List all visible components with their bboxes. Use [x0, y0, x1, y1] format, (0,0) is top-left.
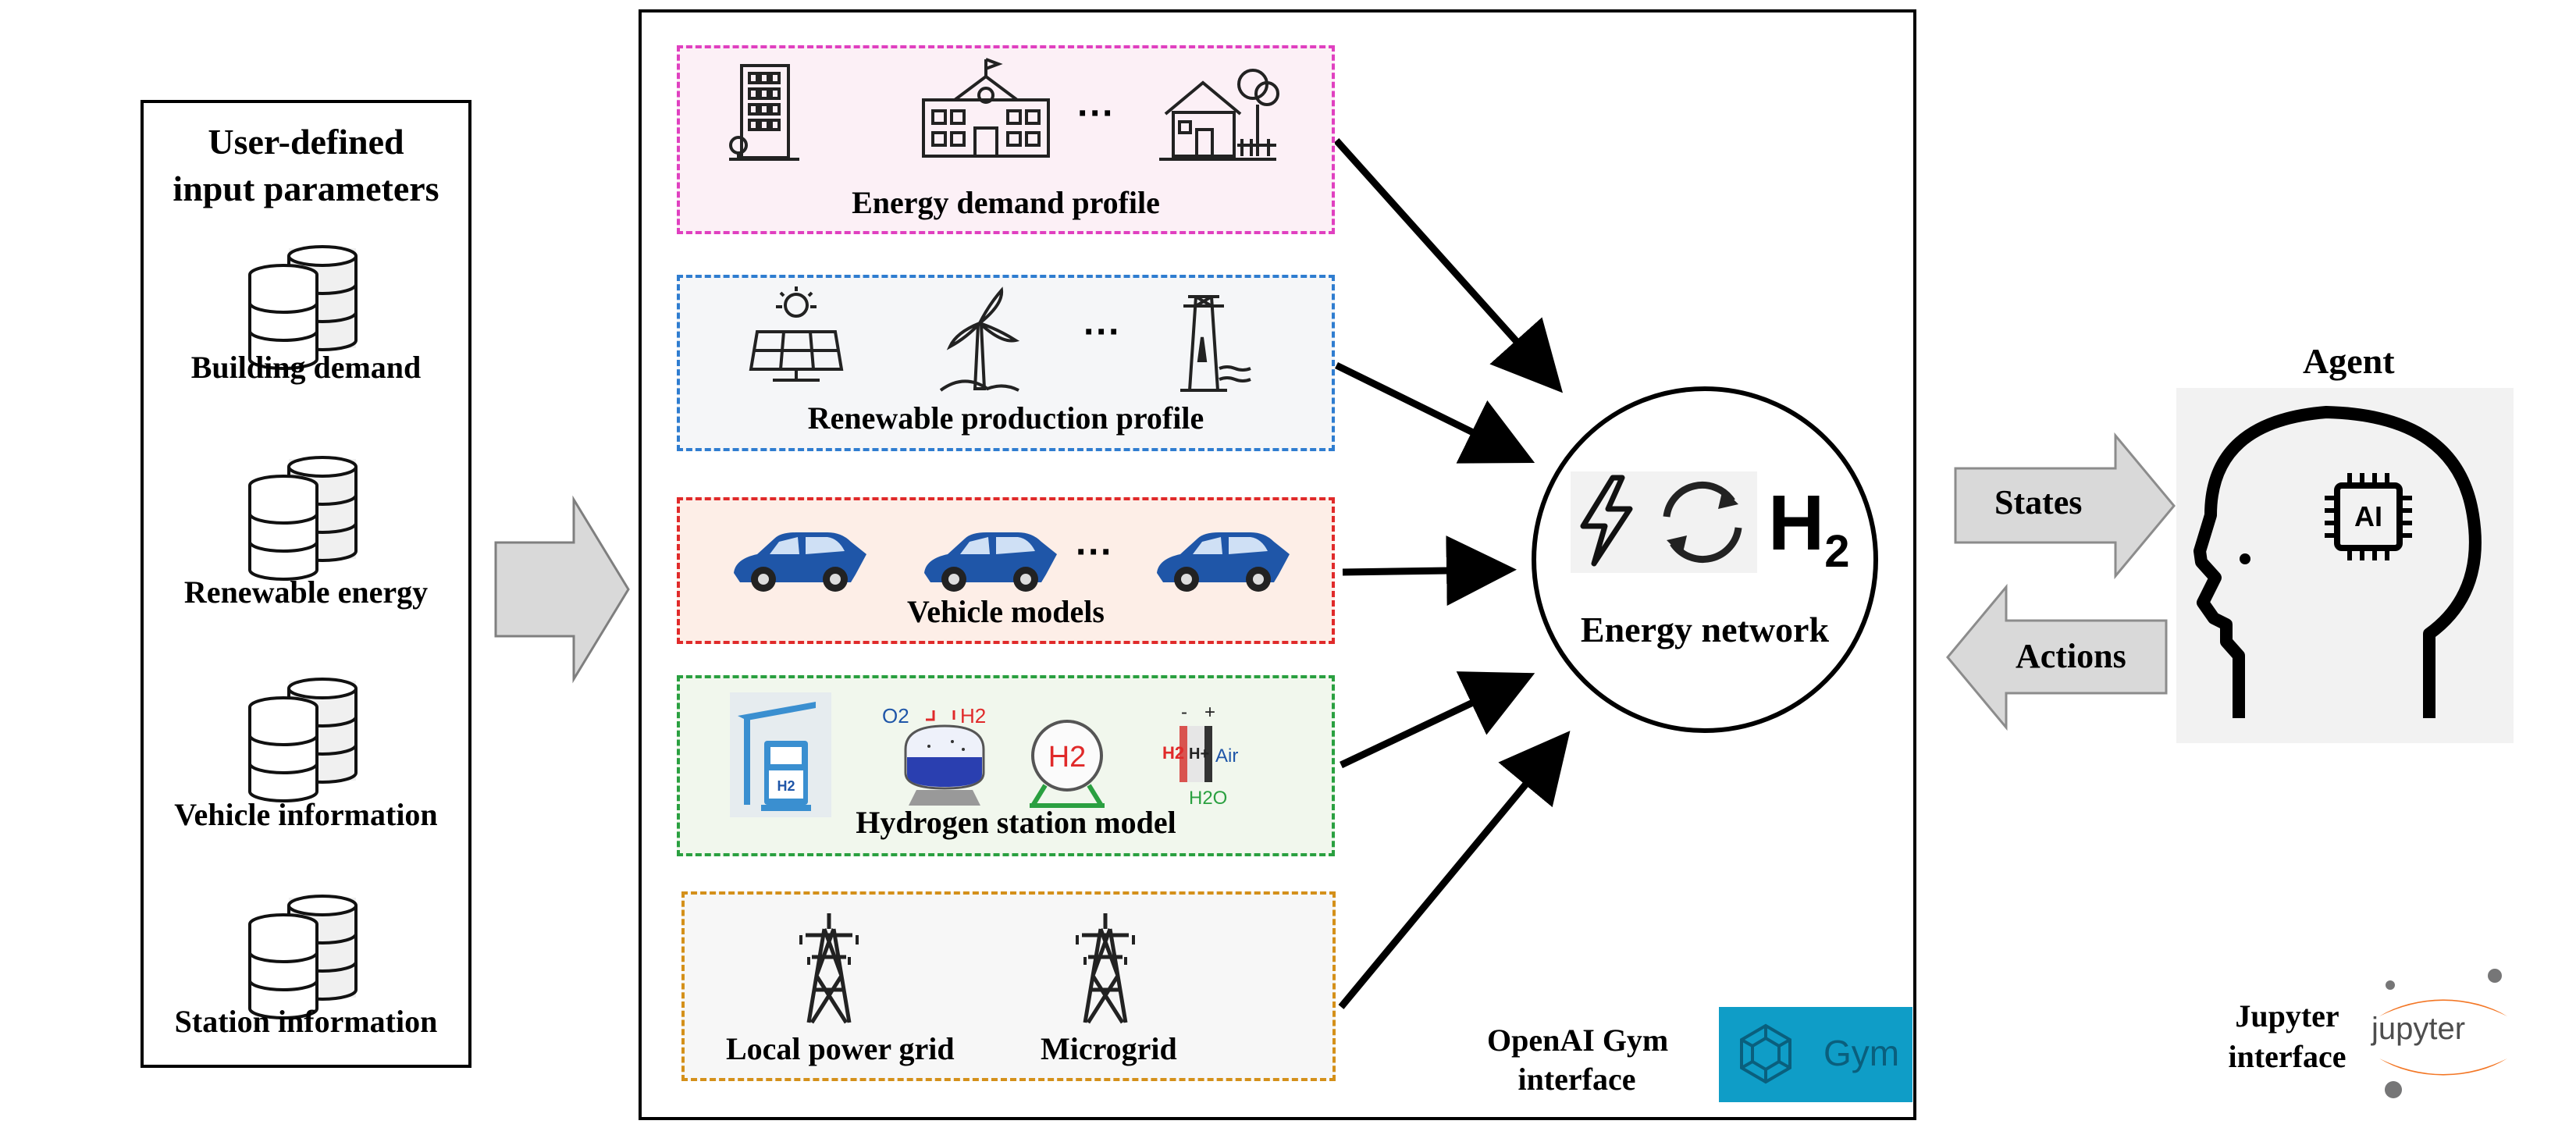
h2-symbol-subscript: 2: [1824, 526, 1850, 577]
jupyter-logo-icon: [2379, 969, 2507, 1098]
renewable-label: Renewable production profile: [807, 400, 1204, 436]
demand-ellipsis: ···: [1077, 93, 1115, 134]
gym-label-line1: OpenAI Gym: [1487, 1023, 1669, 1058]
energy-network-label: Energy network: [1580, 610, 1830, 649]
arrow-vehicle-to-network: [1342, 535, 1517, 607]
arrow-grid-to-network: [1338, 731, 1571, 1009]
input-flow-arrow: [494, 495, 630, 684]
jupyter-logo-text: jupyter: [2371, 1012, 2466, 1046]
h2-symbol: H2: [1768, 484, 1849, 591]
input-item-label: Vehicle information: [174, 797, 438, 832]
hydrogen-label: Hydrogen station model: [856, 805, 1176, 840]
electrolyzer-icon: O2 H2: [882, 704, 986, 806]
vehicle-ellipsis: ···: [1076, 532, 1113, 573]
arrow-demand-to-network: [1333, 137, 1564, 393]
local-power-grid-label: Local power grid: [726, 1031, 955, 1066]
gym-logo-text: Gym: [1823, 1033, 1900, 1073]
input-item-label: Building demand: [190, 350, 422, 385]
jupyter-label-line1: Jupyter: [2235, 998, 2339, 1033]
grid-box: [681, 891, 1336, 1081]
tank-h2-label: H2: [1048, 741, 1087, 774]
school-building-icon: [922, 58, 1050, 158]
jupyter-label-line2: interface: [2228, 1039, 2347, 1074]
h2-symbol-letter: H: [1768, 479, 1825, 567]
states-arrow: [1954, 432, 2176, 580]
sync-arrows-icon: [1648, 471, 1757, 573]
hydro-dam-icon: [1180, 295, 1251, 392]
h2-pump-icon: H2: [730, 692, 831, 817]
wind-turbine-icon: [939, 286, 1020, 392]
environment-frame: [639, 9, 1916, 1120]
agent-title: Agent: [2303, 341, 2395, 381]
solar-panel-icon: [749, 286, 844, 382]
lightning-icon: [1571, 471, 1655, 573]
fuel-cell-h2o: H2O: [1189, 788, 1227, 809]
fuel-cell-minus: -: [1181, 702, 1187, 723]
input-panel-title-line1: User-defined: [208, 122, 404, 162]
input-parameters-panel: [141, 100, 471, 1068]
vehicle-label: Vehicle models: [907, 594, 1105, 629]
h2-label: H2: [960, 704, 986, 728]
actions-label: Actions: [2016, 637, 2126, 675]
jupyter-interface-label: Jupyter interface: [2217, 996, 2357, 1077]
h2-tank-icon: H2: [1030, 720, 1105, 808]
input-item-label: Renewable energy: [183, 575, 429, 610]
states-label: States: [1994, 483, 2083, 521]
energy-demand-label: Energy demand profile: [852, 185, 1160, 220]
o2-label: O2: [882, 704, 909, 728]
input-panel-title: User-defined input parameters: [141, 119, 471, 212]
house-icon: [1159, 69, 1279, 161]
arrow-renewable-to-network: [1335, 361, 1535, 464]
fuel-cell-hplus: H+: [1189, 745, 1209, 763]
gym-interface-label: OpenAI Gym interface: [1487, 1021, 1669, 1099]
energy-demand-box: [677, 45, 1335, 234]
input-panel-title-line2: input parameters: [173, 169, 439, 208]
fuel-cell-air: Air: [1215, 745, 1238, 767]
svg-text:H2: H2: [777, 778, 795, 794]
office-building-icon: [729, 64, 799, 161]
fuel-cell-icon: - + H2 H+ Air H2O: [1162, 702, 1238, 809]
fuel-cell-h2: H2: [1162, 743, 1184, 763]
renewable-ellipsis: ···: [1083, 311, 1121, 353]
fuel-cell-plus: +: [1204, 702, 1215, 723]
ai-chip-label: AI: [2354, 500, 2382, 532]
microgrid-label: Microgrid: [1041, 1031, 1177, 1066]
actions-arrow: [1946, 583, 2168, 731]
ai-head-icon: [2194, 406, 2482, 718]
arrow-hydrogen-to-network: [1340, 671, 1535, 769]
input-item-label: Station information: [174, 1004, 438, 1039]
gym-logo-icon: [1740, 1023, 1791, 1084]
gym-label-line2: interface: [1517, 1062, 1636, 1097]
